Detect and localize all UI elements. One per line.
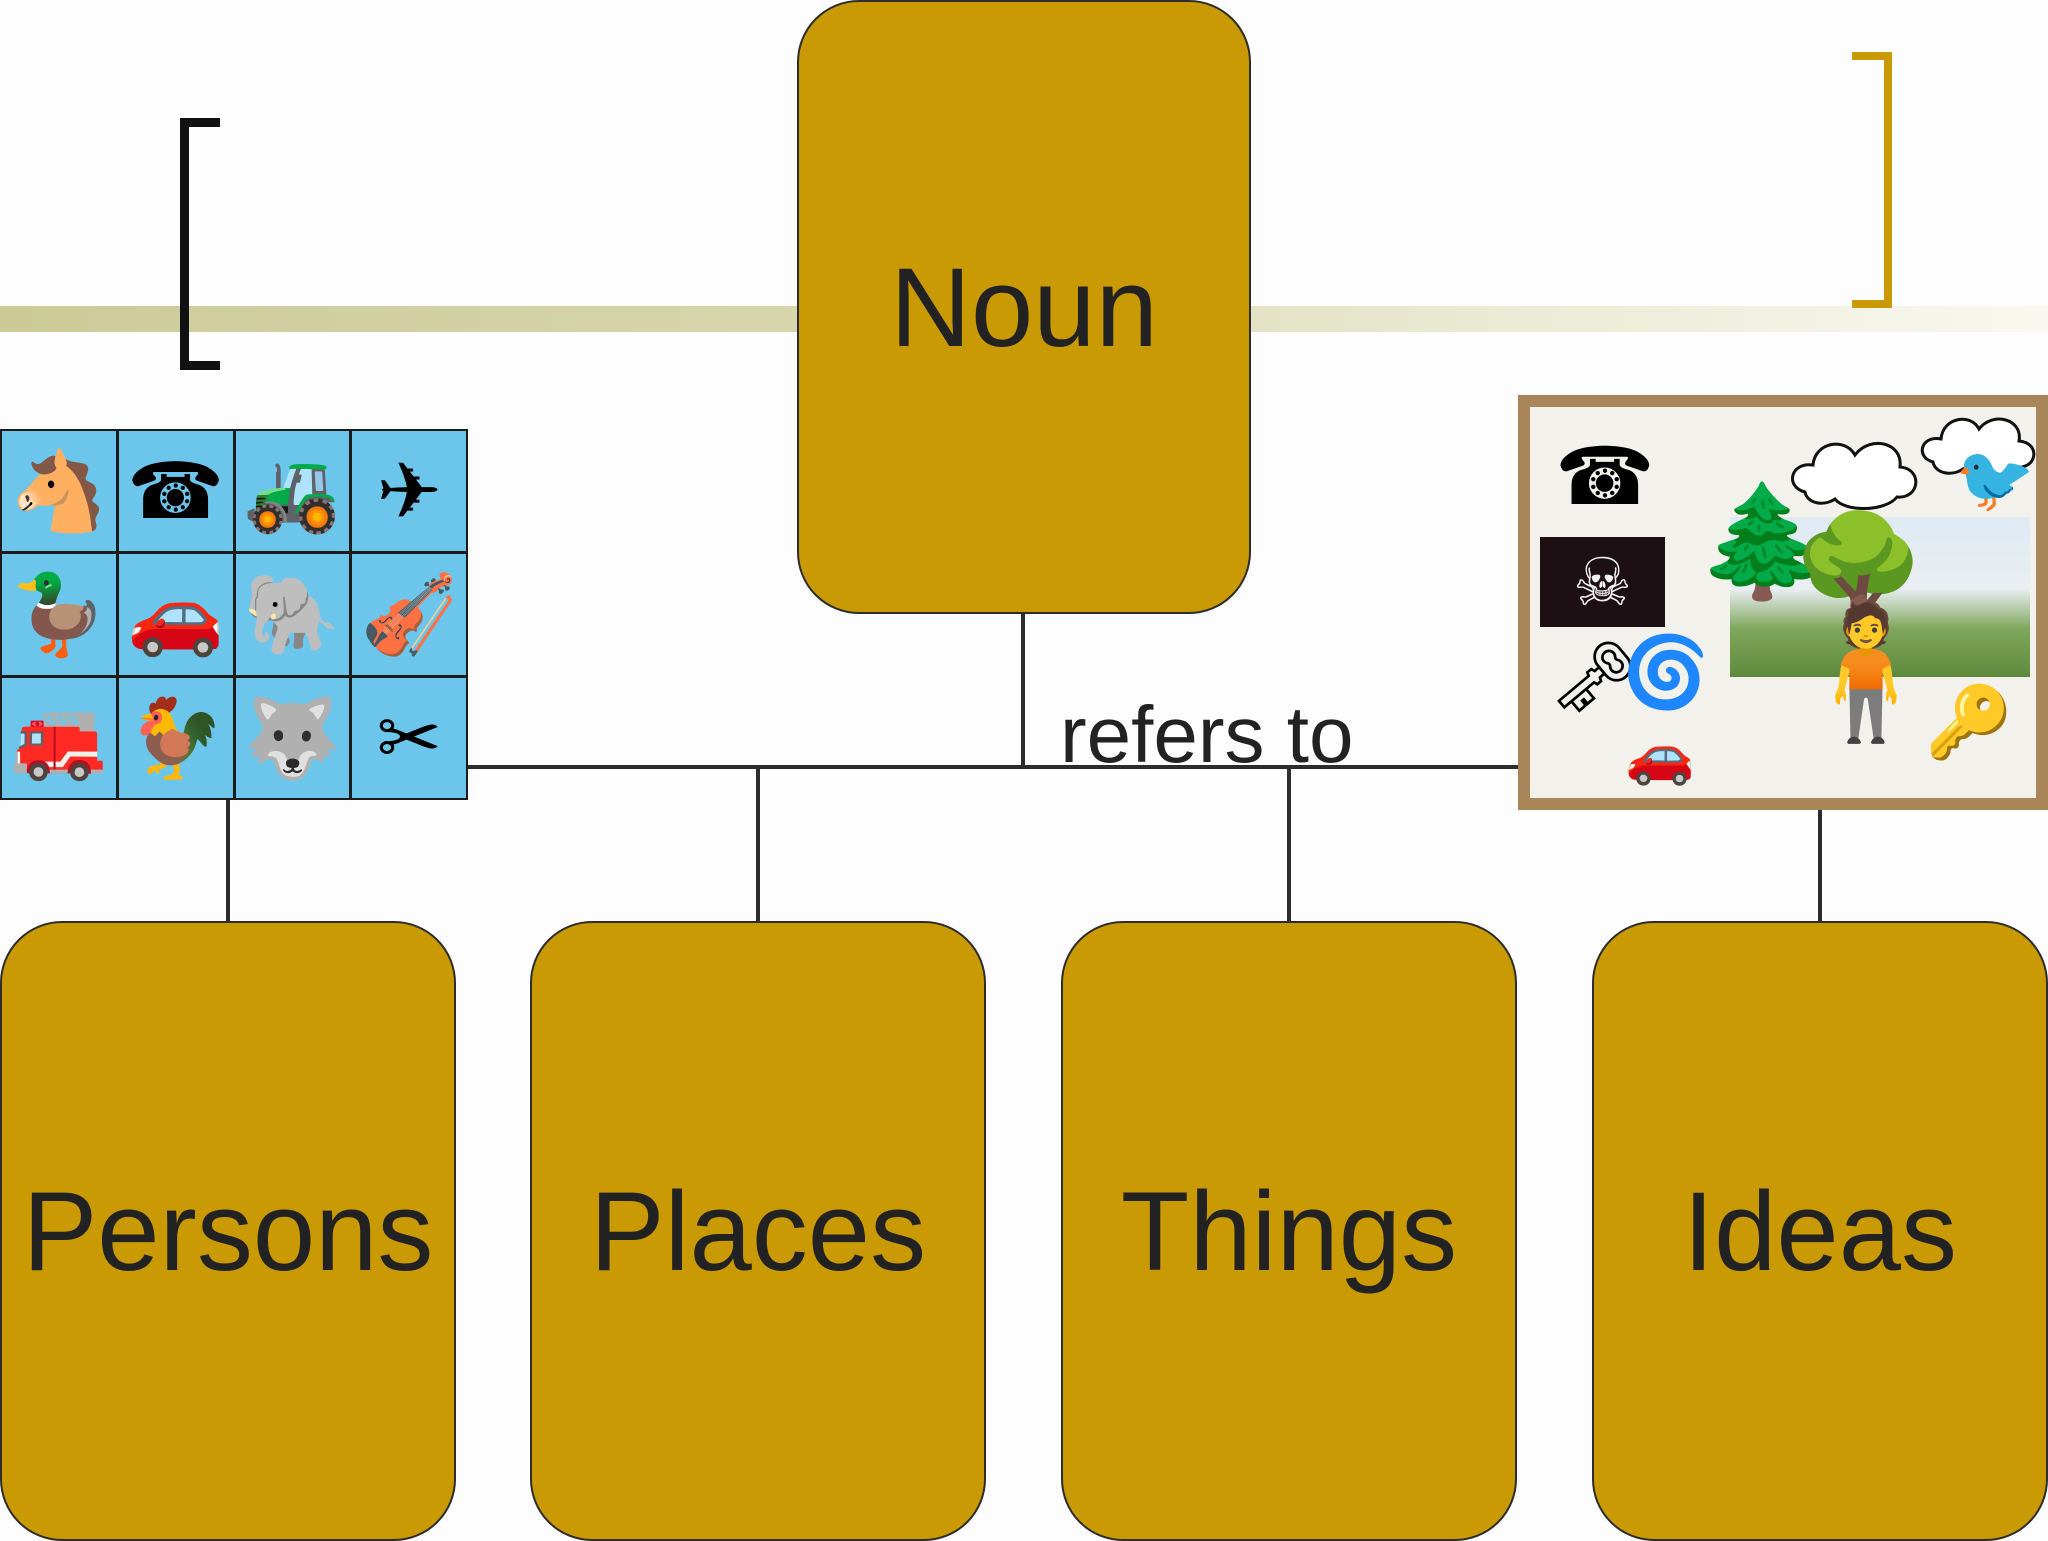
car-icon: 🚗 <box>118 554 233 675</box>
spiral-icon: 🌀 <box>1622 633 1710 711</box>
places-label: Places <box>589 1168 927 1294</box>
ideas-node: Ideas <box>1592 921 2048 1541</box>
connector-persons <box>226 765 230 921</box>
key-icon: 🗝 <box>1550 638 1639 716</box>
ideas-collage-image: ☎ 🐦 ☠ 🌲 🌳 🗝 🌀 🚗 🧍 🔑 <box>1518 395 2048 810</box>
scissors-icon: ✂ <box>352 677 466 798</box>
person-icon: 🧍 <box>1785 599 1947 745</box>
horse-icon: 🐴 <box>2 431 116 552</box>
noun-examples-image-grid: 🐴 ☎ 🚜 ✈ 🦆 🚗 🐘 🎻 🚒 🐓 🐺 ✂ <box>0 429 468 800</box>
cloud-icon <box>1920 417 2036 480</box>
persons-label: Persons <box>22 1168 434 1294</box>
duck-icon: 🦆 <box>2 554 116 675</box>
elephant-icon: 🐘 <box>235 554 350 675</box>
telephone-icon: ☎ <box>1555 432 1655 521</box>
telephone-icon: ☎ <box>118 431 233 552</box>
bird-icon: 🐦 <box>1955 443 2035 515</box>
things-node: Things <box>1061 921 1517 1541</box>
cloud-icon <box>1791 441 1918 510</box>
relation-label: refers to <box>1060 690 1354 779</box>
left-bracket-decoration <box>180 118 220 370</box>
key-icon: 🔑 <box>1925 683 2013 761</box>
violin-icon: 🎻 <box>352 554 466 675</box>
noun-node: Noun <box>797 0 1251 614</box>
persons-node: Persons <box>0 921 456 1541</box>
right-bracket-decoration <box>1852 52 1892 308</box>
connector-things <box>1287 765 1291 921</box>
rooster-icon: 🐓 <box>118 677 233 798</box>
things-label: Things <box>1120 1168 1458 1294</box>
connector-places <box>756 765 760 921</box>
connector-noun-stem <box>1021 614 1025 769</box>
noun-label: Noun <box>890 244 1158 370</box>
places-node: Places <box>530 921 986 1541</box>
tree-icon: 🌳 <box>1790 510 1927 633</box>
lawnmower-icon: 🚜 <box>235 431 350 552</box>
airplane-icon: ✈ <box>352 431 466 552</box>
fire-truck-icon: 🚒 <box>2 677 116 798</box>
car-icon: 🚗 <box>1625 723 1695 786</box>
coyote-icon: 🐺 <box>235 677 350 798</box>
landscape-photo <box>1730 517 2030 677</box>
ideas-label: Ideas <box>1683 1168 1957 1294</box>
connector-ideas <box>1818 765 1822 921</box>
tree-icon: 🌲 <box>1695 480 1832 603</box>
connector-horizontal-bus <box>228 765 1820 769</box>
pirate-flag-icon: ☠ <box>1540 537 1665 627</box>
